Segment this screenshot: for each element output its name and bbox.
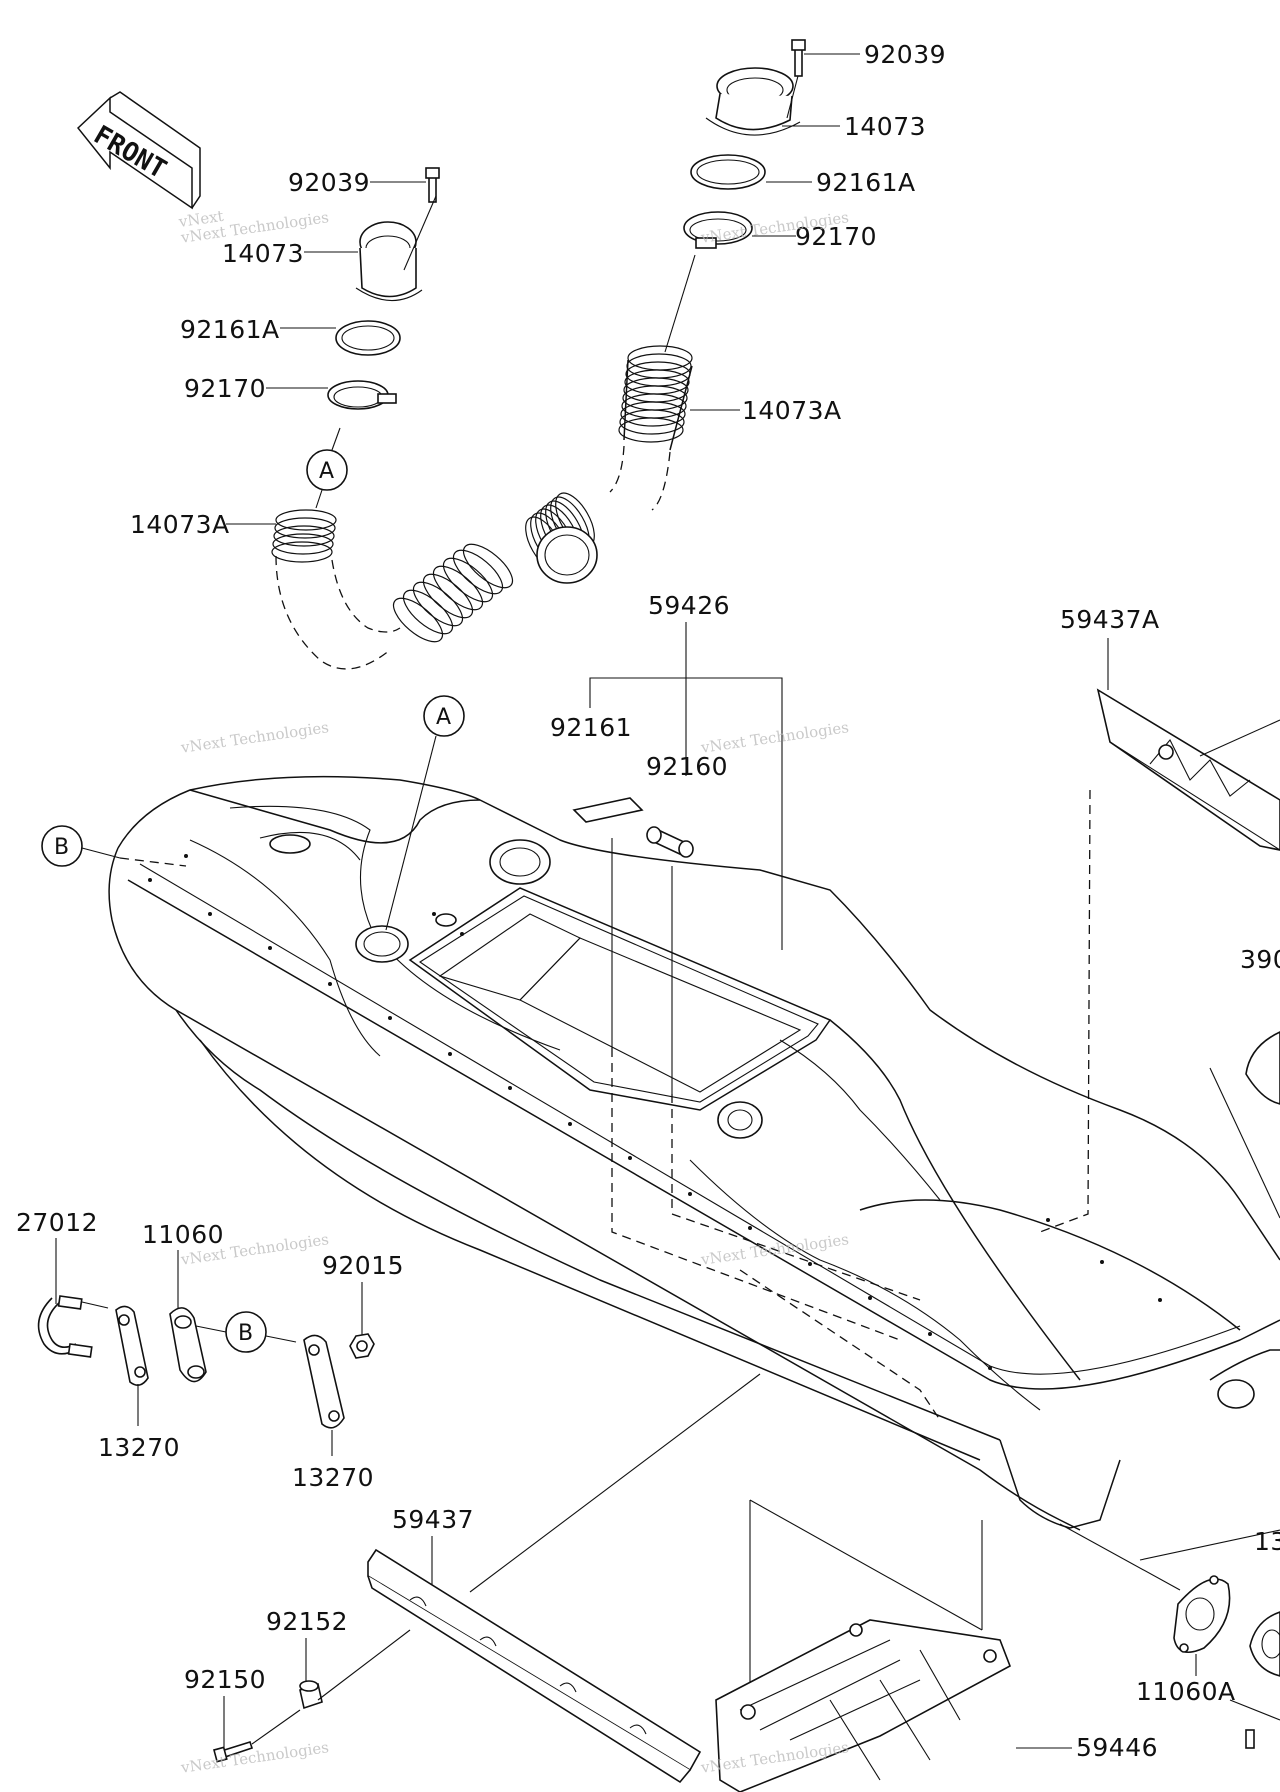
label-92039-top: 92039 (864, 40, 946, 69)
svg-text:A: A (436, 705, 451, 730)
callout-a-upper (306, 449, 348, 491)
label-59437: 59437 (392, 1505, 474, 1534)
label-59426: 59426 (648, 591, 730, 620)
collar-92160 (646, 826, 694, 858)
skid-plate-59446: 59446 (715, 1499, 1158, 1792)
label-27012: 27012 (16, 1208, 98, 1237)
kit-59426-group: 59426 92161 92160 (550, 591, 783, 1094)
rail-59437: 59437 (367, 1373, 761, 1784)
label-59437a: 59437A (1060, 605, 1160, 634)
clamp-92170-top (683, 211, 753, 245)
svg-text:B: B (54, 835, 69, 860)
hull-body (108, 775, 1280, 1531)
label-13270-a: 13270 (98, 1433, 180, 1462)
pad-92161 (572, 797, 644, 823)
label-14073-top: 14073 (844, 112, 926, 141)
bracket-parts-group: 27012 13270 11060 B (16, 1208, 404, 1492)
front-label: FRONT (89, 120, 172, 185)
label-14073a-left: 14073A (130, 510, 230, 539)
callout-b-left (41, 825, 83, 867)
nut-92015 (349, 1333, 375, 1359)
o-ring-92161a-top (690, 154, 766, 190)
bolt-92150 (213, 1741, 254, 1763)
callout-a-lower-group: A (385, 695, 465, 931)
label-92152: 92152 (266, 1607, 348, 1636)
label-14073a-right: 14073A (742, 396, 842, 425)
fastener-group: 92152 92150 (184, 1607, 411, 1763)
watermark-4: vNext Technologies (699, 718, 850, 757)
plate-13270-left (115, 1305, 149, 1386)
label-11060: 11060 (142, 1220, 224, 1249)
label-92161: 92161 (550, 713, 632, 742)
u-bolt-27012 (37, 1295, 109, 1358)
svg-text:B: B (238, 1321, 253, 1346)
label-13270-b: 13270 (292, 1463, 374, 1492)
rubber-11060 (169, 1307, 207, 1383)
label-13: 13 (1254, 1527, 1280, 1556)
label-92161a-top: 92161A (816, 168, 916, 197)
label-14073-left: 14073 (222, 239, 304, 268)
label-92161a-left: 92161A (180, 315, 280, 344)
vent-duct-right-assembly: 92039 14073 92161A 92170 (525, 39, 946, 584)
svg-text:A: A (319, 459, 334, 484)
part-390-partial: 390 (1209, 945, 1280, 1219)
label-92015: 92015 (322, 1251, 404, 1280)
o-ring-92161a-left (335, 320, 401, 356)
label-92039-left: 92039 (288, 168, 370, 197)
watermark-7: vNext Technologies (179, 1738, 330, 1777)
label-11060a: 11060A (1136, 1677, 1236, 1706)
label-92170-top: 92170 (795, 222, 877, 251)
hose-14073a-left: 14073A (130, 509, 514, 670)
screw-92039-top (794, 47, 803, 77)
label-59446: 59446 (1076, 1733, 1158, 1762)
watermark-3: vNext Technologies (179, 718, 330, 757)
label-92150: 92150 (184, 1665, 266, 1694)
grommet-11060a: 11060A (1059, 1523, 1236, 1706)
rail-59437a: 59437A (1060, 605, 1280, 851)
watermarks: vNext vNext Technologies vNext Technolog… (177, 207, 850, 1777)
hose-14073a-right: 14073A (525, 345, 842, 584)
callout-b-left-group: B (41, 825, 187, 867)
collar-92152 (299, 1680, 323, 1710)
front-arrow: FRONT (76, 91, 201, 210)
callout-a-lower (423, 695, 465, 737)
label-92170-left: 92170 (184, 374, 266, 403)
plate-13270-right (303, 1334, 345, 1429)
callout-b-mid (225, 1311, 267, 1353)
label-92160: 92160 (646, 752, 728, 781)
label-390: 390 (1240, 945, 1280, 974)
part-13-partial: 13 (1139, 1527, 1280, 1749)
vent-duct-left-assembly: 92039 14073 92161A 92170 A (130, 167, 514, 670)
